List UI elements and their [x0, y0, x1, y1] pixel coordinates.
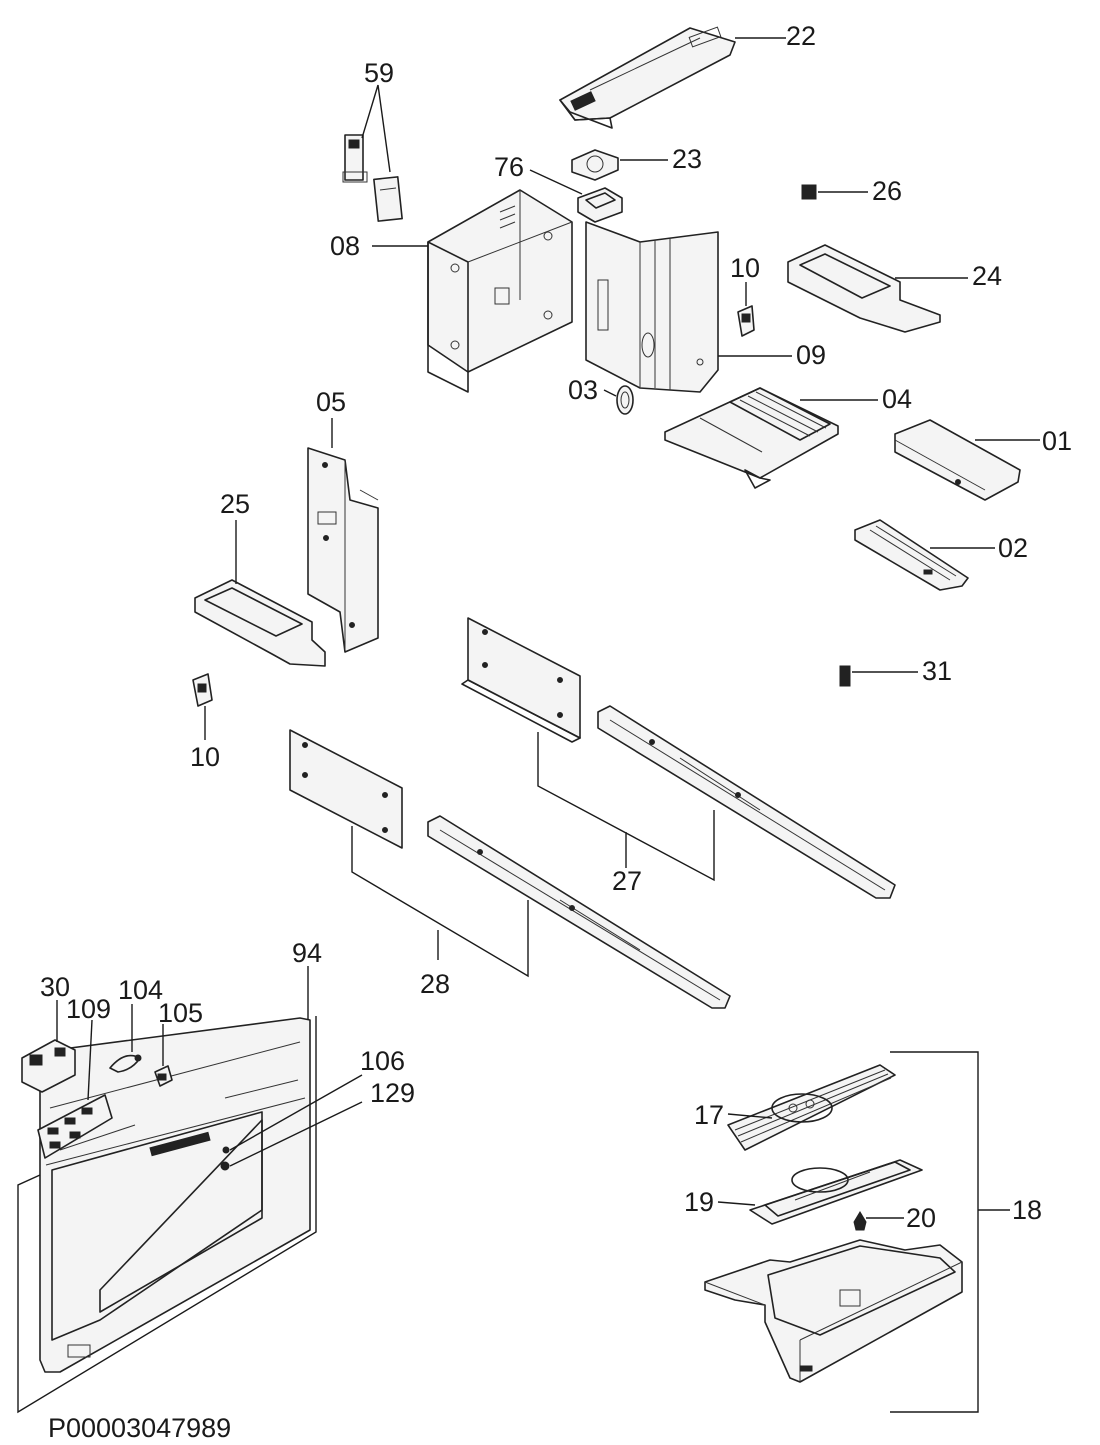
part-27-upper-plate [461, 617, 581, 743]
leader-129 [229, 1101, 363, 1167]
part-24-right-tray [787, 244, 941, 333]
leader-18-bracket [890, 1051, 1010, 1413]
part-31-clip [839, 665, 851, 687]
callout-20: 20 [906, 1203, 936, 1233]
part-08-left-housing [427, 189, 573, 393]
callout-109: 109 [66, 994, 111, 1024]
part-19-filter-frame [749, 1159, 923, 1225]
part-59-switch-assembly [342, 134, 403, 222]
callout-03: 03 [568, 375, 598, 405]
part-23-fan [571, 149, 619, 181]
part-03-gasket [616, 385, 634, 415]
part-25-left-tray [194, 579, 326, 667]
part-30-control-module [21, 1039, 76, 1093]
callout-129: 129 [370, 1078, 415, 1108]
callout-105: 105 [158, 998, 203, 1028]
part-76-fan-housing [577, 187, 623, 223]
callout-106: 106 [360, 1046, 405, 1076]
part-20-screw [853, 1211, 867, 1231]
callout-18: 18 [1012, 1195, 1042, 1225]
part-09-right-housing [585, 221, 719, 393]
callout-59: 59 [364, 58, 394, 88]
part-10-latch-upper [737, 305, 755, 337]
leader-03 [603, 389, 617, 397]
callout-04: 04 [882, 384, 912, 414]
callout-23: 23 [672, 144, 702, 174]
callout-31: 31 [922, 656, 952, 686]
part-104-cable [109, 1054, 142, 1073]
part-05-side-bracket [307, 447, 379, 653]
leader-59 [361, 84, 391, 173]
part-04-top-cover [664, 387, 839, 489]
part-105-connector [154, 1065, 173, 1087]
callout-22: 22 [786, 21, 816, 51]
callout-30: 30 [40, 972, 70, 1002]
callout-17: 17 [694, 1100, 724, 1130]
callout-76: 76 [494, 152, 524, 182]
part-26-clip [801, 184, 817, 200]
leader-109 [87, 1019, 93, 1101]
callout-27: 27 [612, 866, 642, 896]
callout-94: 94 [292, 938, 322, 968]
callout-10-lower: 10 [190, 742, 220, 772]
leader-19 [717, 1201, 756, 1206]
part-01-panel [894, 419, 1021, 501]
callout-02: 02 [998, 533, 1028, 563]
callout-24: 24 [972, 261, 1002, 291]
leader-94-frame-edge [17, 1016, 317, 1414]
part-17-grille-cover [727, 1064, 896, 1151]
callout-10-upper: 10 [730, 253, 760, 283]
callout-05: 05 [316, 387, 346, 417]
part-02-grille-strip [854, 519, 969, 591]
document-id: P00003047989 [48, 1413, 231, 1443]
part-27-upper-rail [597, 705, 896, 899]
part-10-latch-lower [192, 673, 213, 707]
leader-28 [351, 826, 529, 978]
part-109-control-board [37, 1094, 113, 1159]
leader-17 [727, 1113, 773, 1119]
callout-25: 25 [220, 489, 250, 519]
callout-104: 104 [118, 975, 163, 1005]
callout-26: 26 [872, 176, 902, 206]
part-22-top-duct [559, 26, 736, 129]
callout-08: 08 [330, 231, 360, 261]
part-28-lower-plate [289, 729, 403, 849]
part-18-drawer-base [704, 1239, 963, 1383]
leader-76 [529, 169, 583, 195]
callout-09: 09 [796, 340, 826, 370]
part-28-lower-rail [427, 815, 731, 1009]
callout-19: 19 [684, 1187, 714, 1217]
leader-27 [537, 732, 715, 882]
leader-106 [229, 1074, 363, 1151]
callout-28: 28 [420, 969, 450, 999]
part-94-front-frame [39, 1017, 311, 1373]
callout-01: 01 [1042, 426, 1072, 456]
